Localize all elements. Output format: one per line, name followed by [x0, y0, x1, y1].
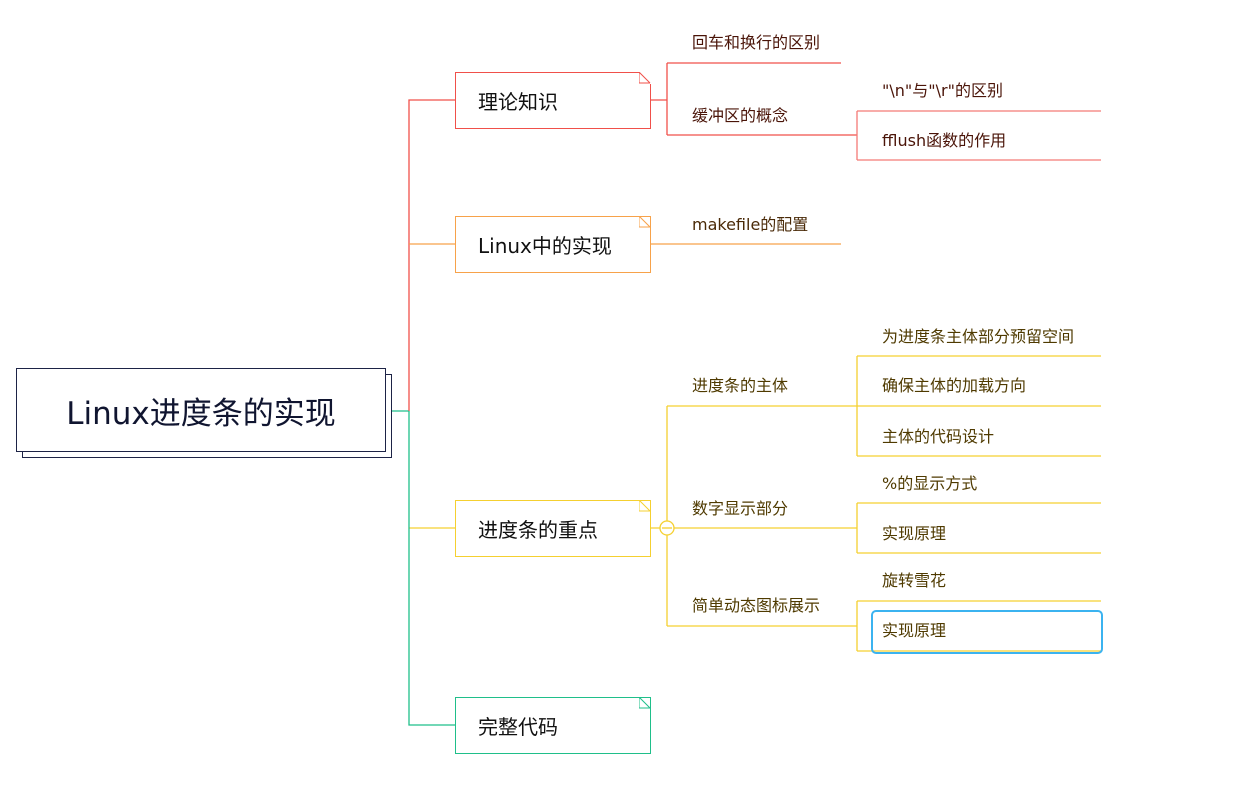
subtopic[interactable]: 数字显示部分 — [692, 499, 789, 518]
subtopic[interactable]: fflush函数的作用 — [882, 131, 1007, 150]
subtopic[interactable]: 确保主体的加载方向 — [882, 376, 1027, 395]
selection-highlight — [871, 610, 1103, 654]
subtopic[interactable]: 简单动态图标展示 — [692, 596, 821, 615]
subtopic[interactable]: 旋转雪花 — [882, 571, 947, 590]
topic-key-points[interactable]: 进度条的重点 — [455, 500, 651, 557]
subtopic[interactable]: "\n"与"\r"的区别 — [882, 81, 1003, 100]
subtopic[interactable]: %的显示方式 — [882, 474, 978, 493]
topic-label: 完整代码 — [478, 715, 558, 739]
topic-label: 进度条的重点 — [478, 518, 598, 542]
subtopic[interactable]: 主体的代码设计 — [882, 427, 995, 446]
topic-full-code[interactable]: 完整代码 — [455, 697, 651, 754]
root-label: Linux进度条的实现 — [66, 395, 336, 432]
topic-theory[interactable]: 理论知识 — [455, 72, 651, 129]
subtopic[interactable]: 实现原理 — [882, 524, 947, 543]
subtopic[interactable]: 为进度条主体部分预留空间 — [882, 327, 1075, 346]
note-corner-icon — [639, 697, 651, 709]
note-corner-icon — [639, 500, 651, 512]
subtopic-selected[interactable]: 实现原理 — [882, 621, 947, 640]
collapse-toggle[interactable] — [659, 520, 675, 536]
root-node[interactable]: Linux进度条的实现 — [16, 368, 386, 452]
subtopic[interactable]: makefile的配置 — [692, 215, 809, 234]
note-corner-icon — [639, 72, 651, 84]
topic-linux-impl[interactable]: Linux中的实现 — [455, 216, 651, 273]
subtopic[interactable]: 进度条的主体 — [692, 376, 789, 395]
topic-label: Linux中的实现 — [478, 234, 612, 258]
topic-label: 理论知识 — [478, 90, 558, 114]
subtopic[interactable]: 回车和换行的区别 — [692, 33, 821, 52]
subtopic[interactable]: 缓冲区的概念 — [692, 106, 789, 125]
note-corner-icon — [639, 216, 651, 228]
